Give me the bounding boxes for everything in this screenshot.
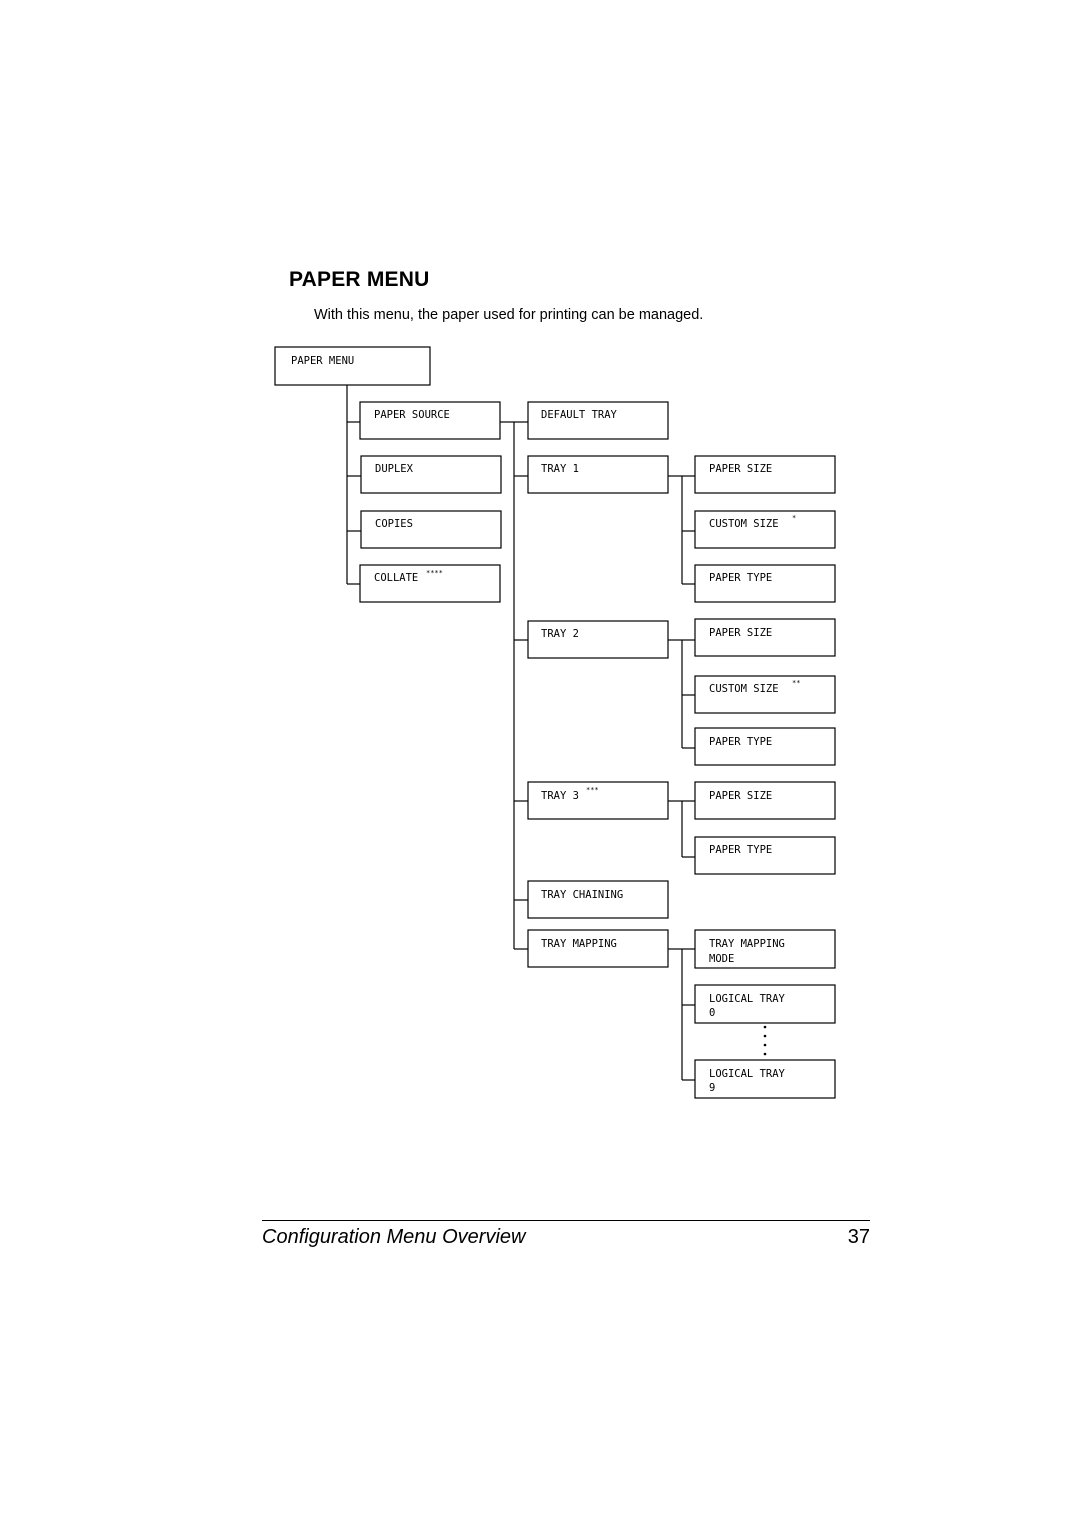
section-heading: PAPER MENU	[289, 268, 430, 291]
svg-text:CUSTOM SIZE: CUSTOM SIZE	[709, 683, 779, 695]
footnote-marker: *	[792, 514, 796, 522]
svg-text:PAPER SIZE: PAPER SIZE	[709, 627, 772, 639]
svg-text:LOGICAL TRAY: LOGICAL TRAY	[709, 993, 786, 1005]
node-paper-menu: PAPER MENU	[274, 346, 431, 386]
svg-text:TRAY MAPPING: TRAY MAPPING	[709, 938, 785, 950]
node-tray2-custom-size: CUSTOM SIZE **	[694, 675, 836, 714]
node-tray-3: TRAY 3 ***	[527, 781, 669, 820]
footnote-marker: ****	[426, 569, 443, 577]
node-tray-mapping-mode: TRAY MAPPING MODE	[694, 929, 836, 969]
footer-divider	[262, 1220, 870, 1221]
node-tray1-custom-size: CUSTOM SIZE *	[694, 510, 836, 549]
node-tray2-paper-type: PAPER TYPE	[694, 727, 836, 766]
node-tray-mapping: TRAY MAPPING	[527, 929, 669, 968]
node-default-tray: DEFAULT TRAY	[527, 401, 669, 440]
svg-text:PAPER SIZE: PAPER SIZE	[709, 463, 772, 475]
svg-text:PAPER SOURCE: PAPER SOURCE	[374, 409, 450, 421]
svg-text:LOGICAL TRAY: LOGICAL TRAY	[709, 1068, 786, 1080]
node-logical-tray-9: LOGICAL TRAY 9	[694, 1059, 836, 1099]
tree-connectors	[346, 385, 695, 1081]
ellipsis-dots	[763, 1025, 767, 1056]
svg-text:0: 0	[709, 1007, 715, 1019]
svg-text:COPIES: COPIES	[375, 518, 413, 530]
footer-title: Configuration Menu Overview	[262, 1226, 526, 1248]
node-tray1-paper-size: PAPER SIZE	[694, 455, 836, 494]
svg-text:PAPER TYPE: PAPER TYPE	[709, 736, 772, 748]
intro-text: With this menu, the paper used for print…	[314, 307, 704, 323]
svg-text:DUPLEX: DUPLEX	[375, 463, 414, 475]
footnote-marker: ***	[586, 786, 599, 794]
page-number: 37	[847, 1226, 870, 1248]
node-tray2-paper-size: PAPER SIZE	[694, 618, 836, 657]
svg-text:TRAY 3: TRAY 3	[541, 790, 579, 802]
svg-text:CUSTOM SIZE: CUSTOM SIZE	[709, 518, 779, 530]
svg-text:DEFAULT TRAY: DEFAULT TRAY	[541, 409, 618, 421]
node-paper-source: PAPER SOURCE	[359, 401, 501, 440]
svg-text:TRAY CHAINING: TRAY CHAINING	[541, 889, 623, 901]
svg-text:PAPER MENU: PAPER MENU	[291, 355, 354, 367]
node-collate: COLLATE ****	[359, 564, 501, 603]
node-duplex: DUPLEX	[360, 455, 502, 494]
svg-text:TRAY MAPPING: TRAY MAPPING	[541, 938, 617, 950]
svg-text:PAPER TYPE: PAPER TYPE	[709, 844, 772, 856]
svg-text:PAPER TYPE: PAPER TYPE	[709, 572, 772, 584]
node-tray1-paper-type: PAPER TYPE	[694, 564, 836, 603]
node-copies: COPIES	[360, 510, 502, 549]
svg-text:PAPER SIZE: PAPER SIZE	[709, 790, 772, 802]
svg-text:TRAY 1: TRAY 1	[541, 463, 579, 475]
node-tray-chaining: TRAY CHAINING	[527, 880, 669, 919]
footnote-marker: **	[792, 679, 800, 687]
node-logical-tray-0: LOGICAL TRAY 0	[694, 984, 836, 1024]
svg-text:9: 9	[709, 1082, 715, 1094]
node-tray3-paper-size: PAPER SIZE	[694, 781, 836, 820]
svg-text:COLLATE: COLLATE	[374, 572, 418, 584]
svg-text:MODE: MODE	[709, 953, 734, 965]
node-tray-2: TRAY 2	[527, 620, 669, 659]
node-tray3-paper-type: PAPER TYPE	[694, 836, 836, 875]
svg-text:TRAY 2: TRAY 2	[541, 628, 579, 640]
node-tray-1: TRAY 1	[527, 455, 669, 494]
